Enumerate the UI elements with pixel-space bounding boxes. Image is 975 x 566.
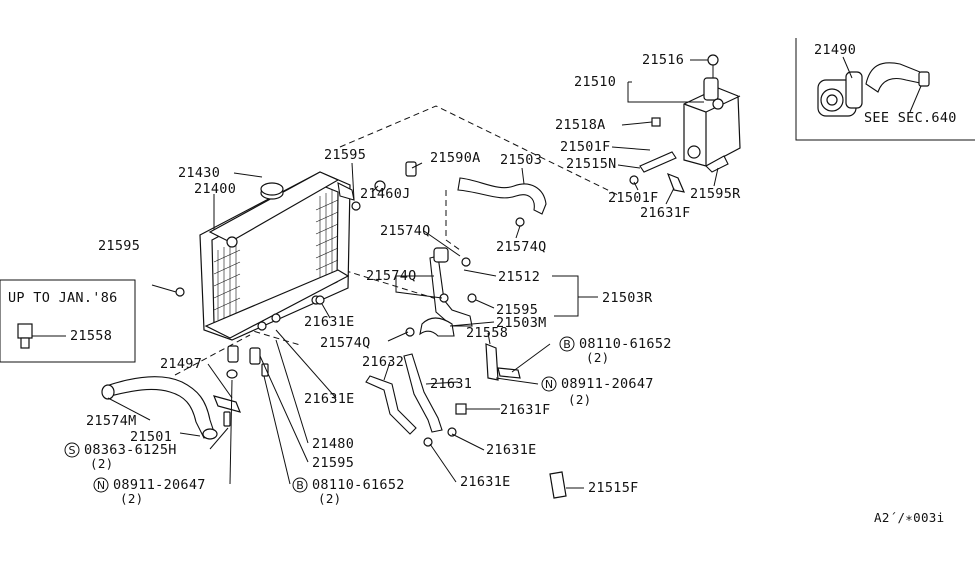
nut-symbol-1 (541, 376, 557, 392)
label-21503m: 21503M (496, 315, 547, 331)
label-21515f: 21515F (588, 480, 639, 496)
label-21574q-a: 21574Q (380, 223, 431, 239)
reservoir-tank-drawing (683, 54, 741, 167)
label-nut-08911-b-qty: (2) (120, 491, 143, 506)
label-21400: 21400 (194, 181, 236, 197)
label-21501: 21501 (130, 429, 172, 445)
label-nut-08911-b: 08911-20647 (113, 477, 206, 493)
screw-symbol-text: S (69, 444, 76, 457)
label-21490: 21490 (814, 42, 856, 58)
label-21631f-a: 21631F (640, 205, 691, 221)
diagram-reference-code: A2´/∗003i (874, 510, 944, 525)
label-nut-08911-a-qty: (2) (568, 392, 591, 407)
label-21631e-a: 21631E (304, 314, 355, 330)
label-21512: 21512 (498, 269, 540, 285)
radiator-drawing (199, 171, 355, 341)
label-screw-08363: 08363-6125H (84, 442, 177, 458)
label-21503: 21503 (500, 152, 542, 168)
symbol-circles: B N S N B (64, 336, 575, 493)
label-21516: 21516 (642, 52, 684, 68)
label-21631: 21631 (430, 376, 472, 392)
screw-symbol (64, 442, 80, 458)
label-bolt-08110-b: 08110-61652 (312, 477, 405, 493)
nut-symbol-2 (93, 477, 109, 493)
label-bolt-08110-a-qty: (2) (586, 350, 609, 365)
inset-title-up-to-jan-86: UP TO JAN.'86 (8, 290, 118, 306)
bolt-symbol-1-text: B (563, 338, 571, 351)
label-bolt-08110-b-qty: (2) (318, 491, 341, 506)
label-see-sec-640: SEE SEC.640 (864, 110, 957, 126)
label-21501f-a: 21501F (560, 139, 611, 155)
nut-symbol-2-text: N (97, 479, 105, 492)
label-21595-d: 21595 (312, 455, 354, 471)
label-nut-08911-a: 08911-20647 (561, 376, 654, 392)
label-21558-a: 21558 (466, 325, 508, 341)
part-labels: 21490 SEE SEC.640 21516 21510 21518A 215… (8, 42, 957, 525)
label-bolt-08110-a: 08110-61652 (579, 336, 672, 352)
bolt-symbol-2-text: B (296, 479, 304, 492)
label-21631f-b: 21631F (500, 402, 551, 418)
label-21631e-b: 21631E (304, 391, 355, 407)
label-21595-b: 21595 (98, 238, 140, 254)
label-21631e-c: 21631E (486, 442, 537, 458)
label-21460j: 21460J (360, 186, 411, 202)
label-screw-08363-qty: (2) (90, 456, 113, 471)
label-21503r: 21503R (602, 290, 653, 306)
label-21515n: 21515N (566, 156, 617, 172)
label-21631e-d: 21631E (460, 474, 511, 490)
label-21430: 21430 (178, 165, 220, 181)
bolt-symbol-1 (559, 336, 575, 352)
bolt-symbol-2 (292, 477, 308, 493)
leader-lines (107, 59, 719, 489)
inset-water-pump (795, 38, 975, 141)
label-21590a: 21590A (430, 150, 481, 166)
hoses-and-fittings (101, 117, 729, 499)
label-21574q-d: 21574Q (320, 335, 371, 351)
nut-symbol-1-text: N (545, 378, 553, 391)
label-21595-a: 21595 (324, 147, 366, 163)
label-21574q-c: 21574Q (366, 268, 417, 284)
label-21518a: 21518A (555, 117, 606, 133)
label-21574q-b: 21574Q (496, 239, 547, 255)
water-pump-drawing (817, 62, 930, 117)
label-21497: 21497 (160, 356, 202, 372)
label-21595r: 21595R (690, 186, 741, 202)
label-21510: 21510 (574, 74, 616, 90)
label-21574m: 21574M (86, 413, 137, 429)
label-21480: 21480 (312, 436, 354, 452)
label-21558-inset: 21558 (70, 328, 112, 344)
inset-early-model (0, 279, 136, 363)
label-21501f-b: 21501F (608, 190, 659, 206)
label-21632: 21632 (362, 354, 404, 370)
label-21595-c: 21595 (496, 302, 538, 318)
